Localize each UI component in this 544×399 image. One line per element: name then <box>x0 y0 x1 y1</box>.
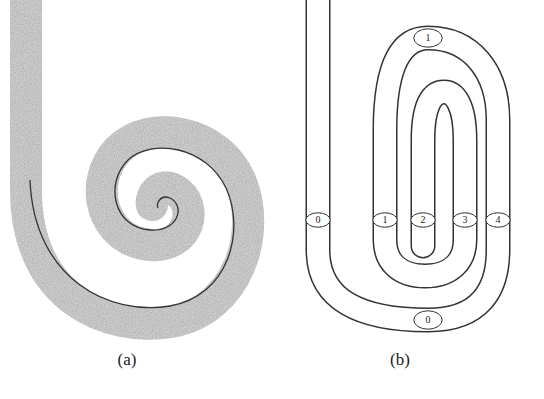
callout-number: 2 <box>421 215 426 225</box>
cross-section: 4 <box>485 212 511 228</box>
callout-number: 4 <box>496 215 501 225</box>
cross-section: 1 <box>372 212 398 228</box>
callout-number: 3 <box>463 215 468 225</box>
sketch-shading <box>26 0 248 324</box>
cross-section: 1 <box>413 28 443 48</box>
cross-section: 0 <box>305 212 331 228</box>
tube-lumen <box>318 0 498 320</box>
callout-number: 0 <box>426 315 431 325</box>
callout-number: 1 <box>426 33 431 43</box>
cross-section: 3 <box>452 212 478 228</box>
panel-label: (a) <box>118 350 137 370</box>
callout-number: 0 <box>316 215 321 225</box>
cross-section: 0 <box>413 310 443 330</box>
callout-number: 1 <box>383 215 388 225</box>
sketch-tube <box>26 0 248 324</box>
sketch-inner-line <box>30 148 234 308</box>
tube-wall <box>318 0 498 320</box>
panel-label: (b) <box>390 350 410 370</box>
cross-section: 2 <box>410 212 436 228</box>
